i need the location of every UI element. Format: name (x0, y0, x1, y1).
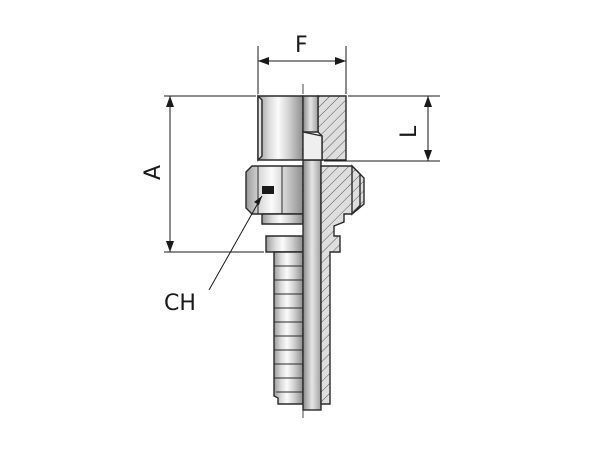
dimension-a: A (141, 95, 264, 253)
dimension-f: F (257, 33, 347, 94)
dimension-l-label: L (397, 125, 422, 138)
dimension-a-label: A (141, 165, 166, 180)
dimension-ch: CH (164, 195, 263, 316)
fitting-external-half (245, 94, 304, 405)
dimension-ch-label: CH (164, 291, 196, 316)
fitting-section-half (302, 95, 365, 411)
dimension-f-label: F (295, 33, 308, 58)
barbed-tail (273, 251, 304, 405)
dimension-l: L (324, 95, 440, 162)
